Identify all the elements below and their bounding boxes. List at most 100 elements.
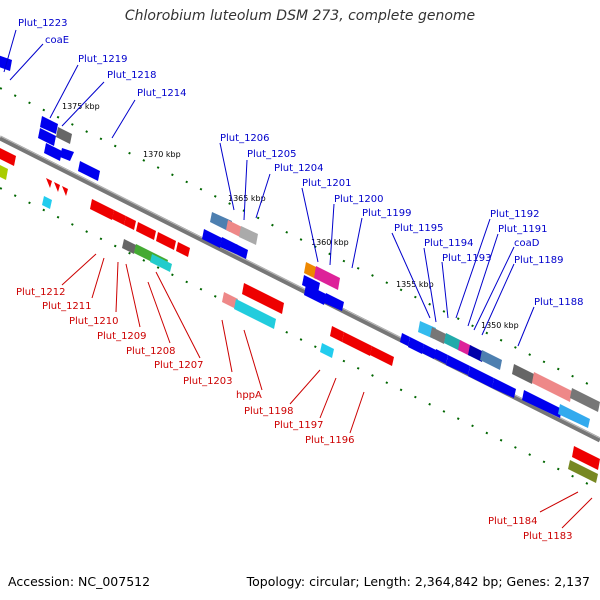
gene-label: Plut_1193 bbox=[442, 253, 492, 264]
tick-track-outer bbox=[0, 87, 600, 391]
gene-arrow bbox=[512, 364, 534, 384]
gene-arrow bbox=[370, 346, 394, 366]
map-title: Chlorobium luteolum DSM 273, complete ge… bbox=[124, 8, 476, 24]
gene-label: Plut_1200 bbox=[334, 194, 384, 205]
genome-stats-text: Topology: circular; Length: 2,364,842 bp… bbox=[246, 574, 590, 589]
gene-label: Plut_1205 bbox=[247, 149, 297, 160]
gene-arrow bbox=[446, 355, 470, 375]
gene-arrow bbox=[492, 378, 516, 398]
gene-arrow bbox=[324, 293, 344, 311]
gene-arrow bbox=[480, 350, 502, 370]
gene-arrow bbox=[444, 333, 462, 351]
gene-arrow bbox=[568, 460, 598, 483]
gene-arrow bbox=[320, 343, 334, 358]
gene-arrow bbox=[122, 239, 136, 254]
gene-arrow bbox=[422, 344, 436, 359]
gene-label: Plut_1209 bbox=[97, 331, 147, 342]
gene-label: Plut_1206 bbox=[220, 133, 270, 144]
gene-arrow bbox=[242, 283, 284, 314]
gene-label: Plut_1184 bbox=[488, 516, 538, 527]
gene-arrow bbox=[56, 127, 72, 144]
gene-arrow bbox=[62, 186, 68, 196]
gene-label: Plut_1214 bbox=[137, 88, 187, 99]
gene-arrow bbox=[176, 242, 190, 257]
kbp-label: 1365 kbp bbox=[228, 194, 266, 203]
gene-label: Plut_1191 bbox=[498, 224, 548, 235]
gene-label: Plut_1183 bbox=[523, 531, 573, 542]
gene-label: Plut_1198 bbox=[244, 406, 294, 417]
gene-arrow bbox=[0, 55, 12, 71]
gene-label: Plut_1199 bbox=[362, 208, 412, 219]
gene-label: Plut_1207 bbox=[154, 360, 204, 371]
gene-arrow bbox=[124, 216, 136, 230]
gene-arrow bbox=[330, 326, 344, 342]
gene-label: Plut_1194 bbox=[424, 238, 474, 249]
gene-arrow bbox=[458, 340, 472, 356]
gene-label: Plut_1212 bbox=[16, 287, 66, 298]
gene-label: Plut_1219 bbox=[78, 54, 128, 65]
gene-arrow bbox=[314, 266, 340, 290]
gene-arrow bbox=[234, 244, 248, 259]
gene-arrow bbox=[46, 178, 52, 188]
gene-arrow bbox=[0, 165, 8, 180]
top-gene-labels: Plut_1223 coaE Plut_1219 Plut_1218 Plut_… bbox=[18, 18, 584, 308]
gene-arrow bbox=[239, 226, 258, 245]
gene-arrow bbox=[430, 327, 446, 344]
gene-arrow bbox=[468, 366, 494, 388]
gene-arrow bbox=[150, 254, 172, 272]
gene-label: Plut_1210 bbox=[69, 316, 119, 327]
gene-arrow bbox=[44, 143, 62, 161]
gene-arrow bbox=[156, 232, 176, 250]
top-leader-lines bbox=[3, 29, 535, 347]
kbp-label: 1360 kbp bbox=[311, 238, 349, 247]
gene-label: coaD bbox=[514, 238, 540, 249]
gene-arrow bbox=[558, 404, 590, 428]
gene-arrow bbox=[572, 446, 600, 470]
gene-label: hppA bbox=[236, 390, 262, 401]
gene-label: Plut_1197 bbox=[274, 420, 324, 431]
gene-arrow bbox=[434, 349, 448, 364]
gene-arrow bbox=[136, 222, 156, 240]
gene-label: coaE bbox=[45, 35, 69, 46]
gene-arrow bbox=[468, 345, 484, 362]
gene-arrow bbox=[522, 390, 562, 418]
gene-arrow bbox=[40, 116, 58, 134]
gene-arrow bbox=[400, 333, 410, 346]
gene-label: Plut_1208 bbox=[126, 346, 176, 357]
gene-label: Plut_1189 bbox=[514, 255, 564, 266]
forward-genes bbox=[0, 55, 600, 428]
gene-label: Plut_1192 bbox=[490, 209, 540, 220]
gene-arrow bbox=[226, 220, 242, 237]
bottom-gene-labels: Plut_1212 Plut_1211 Plut_1210 Plut_1209 … bbox=[16, 287, 573, 542]
gene-arrow bbox=[342, 332, 372, 356]
gene-arrow bbox=[302, 275, 320, 293]
gene-arrow bbox=[234, 299, 276, 329]
bottom-leader-lines bbox=[61, 253, 593, 529]
gene-label: Plut_1204 bbox=[274, 163, 324, 174]
gene-arrow bbox=[112, 210, 126, 225]
gene-label: Plut_1211 bbox=[42, 301, 92, 312]
gene-arrow bbox=[60, 148, 74, 161]
gene-arrow bbox=[38, 128, 56, 146]
gene-arrow bbox=[408, 337, 424, 354]
gene-arrow bbox=[0, 148, 16, 166]
gene-label: Plut_1203 bbox=[183, 376, 233, 387]
gene-label: Plut_1201 bbox=[302, 178, 352, 189]
gene-arrow bbox=[304, 284, 326, 305]
gene-arrow bbox=[222, 292, 238, 309]
gene-label: Plut_1223 bbox=[18, 18, 68, 29]
gene-arrow bbox=[78, 161, 100, 181]
gene-label: Plut_1188 bbox=[534, 297, 584, 308]
gene-arrow bbox=[90, 199, 114, 220]
gene-label: Plut_1196 bbox=[305, 435, 355, 446]
reverse-genes bbox=[0, 148, 600, 483]
accession-text: Accession: NC_007512 bbox=[8, 574, 151, 589]
gene-arrow bbox=[220, 237, 238, 254]
kbp-label: 1350 kbp bbox=[481, 321, 519, 330]
kbp-label: 1370 kbp bbox=[143, 150, 181, 159]
gene-arrow bbox=[202, 229, 222, 248]
gene-arrow bbox=[210, 212, 232, 232]
gene-label: Plut_1195 bbox=[394, 223, 444, 234]
gene-arrow bbox=[570, 388, 600, 412]
